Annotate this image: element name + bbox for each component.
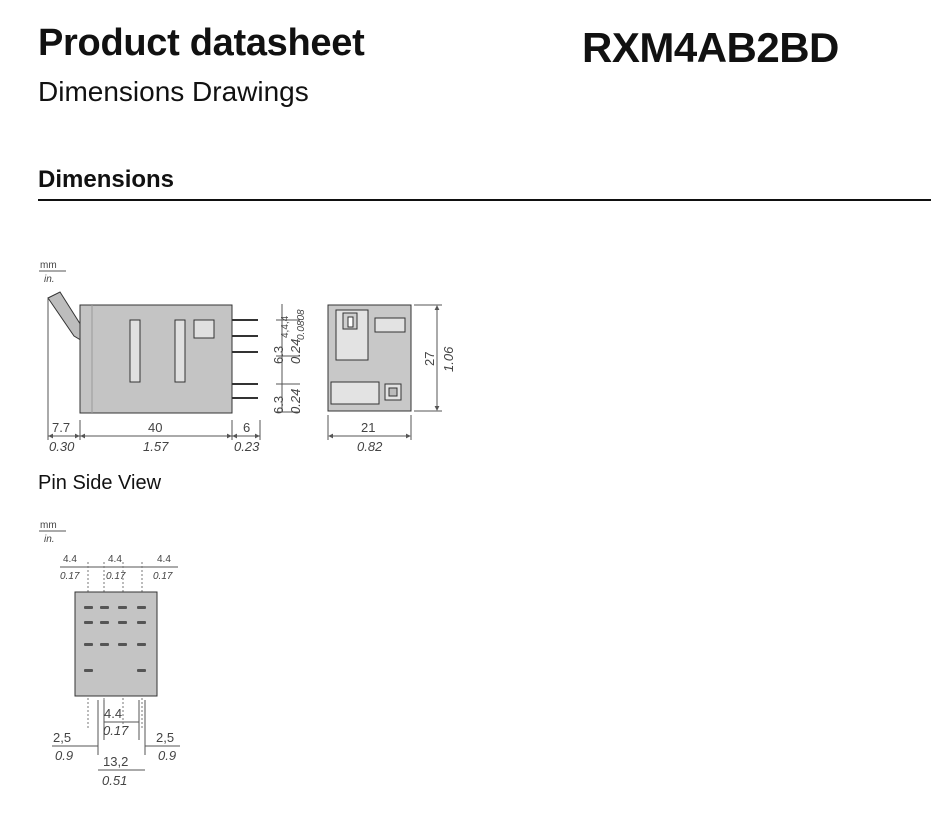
dim-body-mm: 40	[148, 420, 162, 435]
dim-pitch-top-mm: 6.3	[271, 346, 286, 364]
pin-side-view-caption: Pin Side View	[38, 472, 162, 494]
dim-width-in: 0.82	[357, 439, 383, 454]
dim-stack-in: 0.0808	[296, 309, 307, 340]
dim-pitch-bottom-in: 0.24	[288, 389, 303, 414]
section-divider	[38, 199, 931, 201]
pin-dim-inner-in: 0.17	[103, 723, 129, 738]
units-legend-top: mm in.	[39, 260, 66, 285]
pin-dim-top-mid-mm: 4.4	[108, 554, 122, 565]
pin-dim-span-in: 0.51	[102, 773, 127, 788]
dim-lever-in: 0.30	[49, 439, 75, 454]
pin-dim-inner-mm: 4.4	[104, 706, 122, 721]
dim-pins-mm: 6	[243, 420, 250, 435]
page-title: Product datasheet	[38, 22, 365, 64]
unit-mm-label-2: mm	[40, 520, 57, 531]
pin-dim-top-left-in: 0.17	[60, 571, 80, 582]
dim-pins-in: 0.23	[234, 439, 260, 454]
dim-lever-mm: 7.7	[52, 420, 70, 435]
pin-dim-top-right-in: 0.17	[153, 571, 173, 582]
unit-in-label-2: in.	[44, 534, 55, 545]
pin-dim-top-right-mm: 4.4	[157, 554, 171, 565]
relay-end-view: 21 0.82 27 1.06	[327, 304, 456, 454]
pin-dim-right-in: 0.9	[158, 748, 176, 763]
dim-body-in: 1.57	[143, 439, 169, 454]
dim-height-mm: 27	[422, 352, 437, 366]
dim-width-mm: 21	[361, 420, 375, 435]
dim-pitch-top-in: 0.24	[288, 339, 303, 364]
pin-dim-span-mm: 13,2	[103, 754, 128, 769]
pin-dim-top-left-mm: 4.4	[63, 554, 77, 565]
units-legend-bottom: mm in.	[39, 520, 66, 545]
pin-dim-left-in: 0.9	[55, 748, 73, 763]
page-subtitle: Dimensions Drawings	[38, 76, 309, 107]
product-code: RXM4AB2BD	[582, 24, 839, 71]
unit-mm-label: mm	[40, 260, 57, 271]
pin-dim-left-mm: 2,5	[53, 730, 71, 745]
pin-dim-top-mid-in: 0.17	[106, 571, 126, 582]
section-heading: Dimensions	[38, 166, 175, 193]
dim-stack-mm: 4,4,4	[280, 315, 291, 338]
relay-pin-side-view: 4.4 0.17 4.4 0.17 4.4 0.17	[52, 554, 180, 788]
pin-dim-right-mm: 2,5	[156, 730, 174, 745]
dim-height-in: 1.06	[441, 346, 456, 372]
dim-pitch-bottom-mm: 6.3	[271, 396, 286, 414]
relay-side-view: 7.7 0.30 40 1.57 6 0.23 6.3 0.24 6.3 0.2…	[47, 291, 307, 454]
unit-in-label: in.	[44, 274, 55, 285]
